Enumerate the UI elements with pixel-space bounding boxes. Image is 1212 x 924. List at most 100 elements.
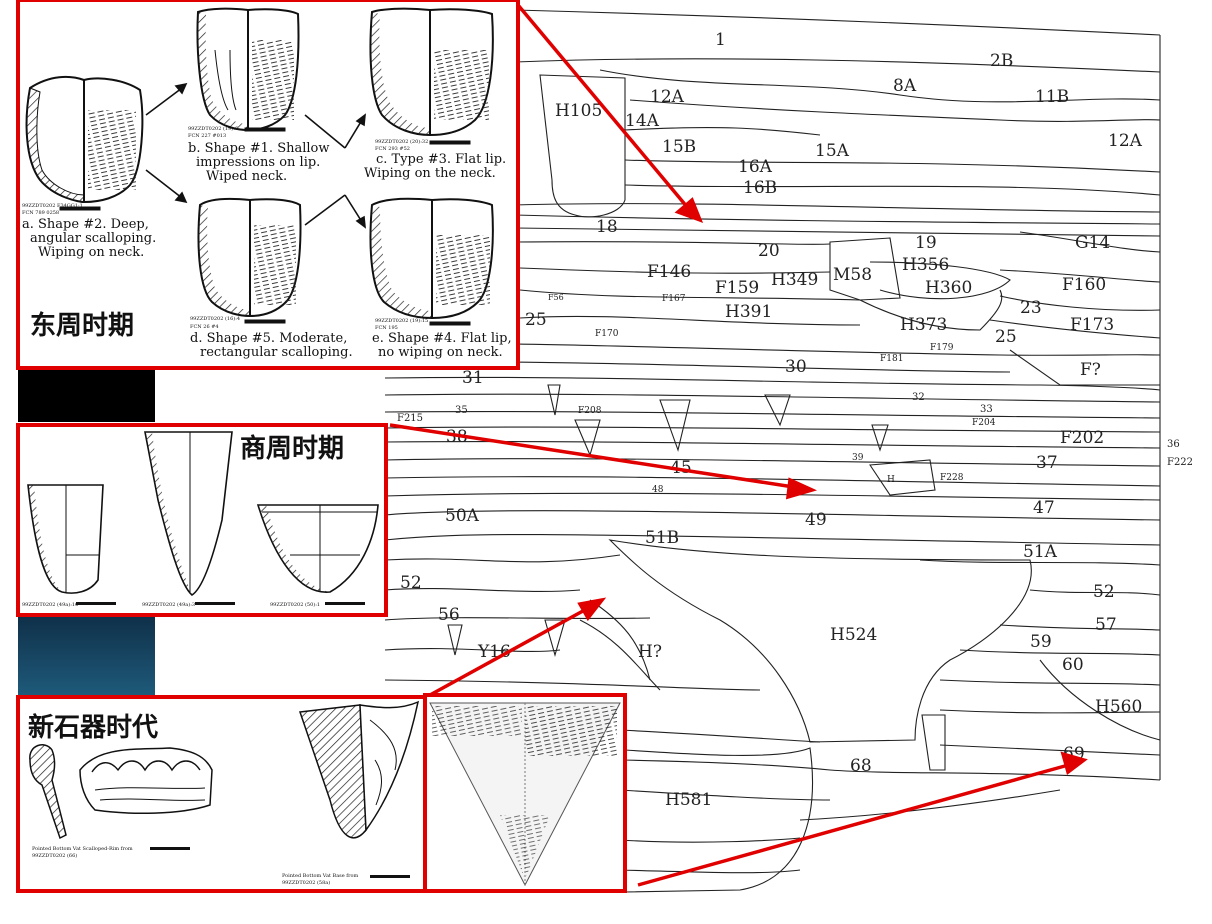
section-label: 18 xyxy=(596,217,618,237)
section-label: 35 xyxy=(455,405,468,416)
section-label: F146 xyxy=(647,262,691,282)
section-label: 8A xyxy=(893,76,917,96)
section-label: F222 xyxy=(1167,457,1193,468)
neolithic-vat-inset xyxy=(423,693,627,893)
caption-b-3: Wiped neck. xyxy=(206,169,287,184)
arrow-neolithic-a xyxy=(429,604,593,697)
section-label: F181 xyxy=(880,354,903,364)
section-label: 19 xyxy=(915,233,937,253)
section-label: H373 xyxy=(900,315,947,335)
arrow-head xyxy=(674,197,704,223)
arrow-neolithic-b xyxy=(637,762,1073,887)
section-label: 14A xyxy=(625,111,660,131)
neo-caption-2-title: Pointed Bottom Vat Base from xyxy=(282,873,359,879)
section-label: 12A xyxy=(650,87,685,107)
caption-e-1: e. Shape #4. Flat lip, xyxy=(372,331,512,346)
section-label: 60 xyxy=(1062,655,1084,675)
section-label: F159 xyxy=(715,278,759,298)
spec-b: 99ZZDT0202 (19):6 xyxy=(188,125,238,132)
caption-a-1: a. Shape #2. Deep, xyxy=(22,217,149,232)
section-label: 51B xyxy=(645,528,679,548)
arrow-eastern-zhou xyxy=(516,3,690,210)
section-label: H xyxy=(887,475,895,485)
caption-b-2: impressions on lip. xyxy=(196,155,320,170)
caption-d-1: d. Shape #5. Moderate, xyxy=(190,331,347,346)
section-label: 50A xyxy=(445,506,480,526)
section-label: 51A xyxy=(1023,542,1058,562)
dark-block xyxy=(18,370,155,422)
section-label: 52 xyxy=(400,573,422,593)
section-label: 56 xyxy=(438,605,460,625)
arrow-head xyxy=(785,477,818,500)
fcn-b: FCN 227 #013 xyxy=(188,133,226,139)
section-label: 25 xyxy=(995,327,1017,347)
section-label: 31 xyxy=(462,368,484,388)
neo-caption-1-spec: 99ZZDT0202 (66) xyxy=(32,852,77,859)
section-label: H356 xyxy=(902,255,949,275)
arrow-head xyxy=(577,597,607,622)
section-label: 52 xyxy=(1093,582,1115,602)
section-label: F173 xyxy=(1070,315,1114,335)
section-label: M58 xyxy=(833,265,872,285)
section-label: 30 xyxy=(785,357,807,377)
caption-a-2: angular scalloping. xyxy=(30,231,156,246)
section-label: F228 xyxy=(940,473,964,483)
period-label-neolithic: 新石器时代 xyxy=(28,712,158,743)
section-label: 68 xyxy=(850,756,872,776)
caption-e-2: no wiping on neck. xyxy=(378,345,503,360)
section-label: F170 xyxy=(595,329,619,339)
period-label-eastern-zhou: 东周时期 xyxy=(30,310,134,341)
caption-c-2: Wiping on the neck. xyxy=(364,166,496,181)
fcn-d: FCN 26 #4 xyxy=(190,324,219,330)
section-label: 11B xyxy=(1035,87,1069,107)
section-label: 16B xyxy=(743,178,777,198)
section-label: 20 xyxy=(758,241,780,261)
section-label: 23 xyxy=(1020,298,1042,318)
period-label-shang-zhou: 商周时期 xyxy=(240,433,344,464)
section-label: 57 xyxy=(1095,615,1117,635)
section-label: F208 xyxy=(578,406,602,416)
caption-a-3: Wiping on neck. xyxy=(38,245,144,260)
section-label: 16A xyxy=(738,157,773,177)
section-label: H105 xyxy=(555,101,602,121)
section-label: 59 xyxy=(1030,632,1052,652)
section-label: F204 xyxy=(972,418,996,428)
section-label: F160 xyxy=(1062,275,1106,295)
fcn-a: FCN 789 0258 xyxy=(22,210,59,216)
vessel-a xyxy=(25,75,144,204)
shang-zhou-panel: 99ZZDT0202 (49a):16 99ZZDT0202 (49a):3 9… xyxy=(16,423,388,617)
neo-caption-1-title: Pointed Bottom Vat Scalloped-Rim from xyxy=(32,846,133,852)
section-label: 36 xyxy=(1167,439,1180,450)
shang-spec-1: 99ZZDT0202 (49a):16 xyxy=(22,601,78,608)
blue-block xyxy=(18,615,155,695)
section-label: H524 xyxy=(830,625,877,645)
section-label: G14 xyxy=(1075,233,1110,253)
spec-a: 99ZZDT0202 F34GG1:1 xyxy=(22,203,83,209)
vessel-b xyxy=(196,7,300,132)
vessel-e xyxy=(369,197,494,320)
spec-d: 99ZZDT0202 (16):4 xyxy=(190,315,240,322)
stratigraphic-section xyxy=(384,9,1161,893)
eastern-zhou-panel: 99ZZDT0202 F34GG1:1 FCN 789 0258 99ZZDT0… xyxy=(16,0,520,370)
section-label: 33 xyxy=(980,404,993,415)
fcn-e: FCN 195 xyxy=(375,325,398,331)
section-label: 37 xyxy=(1036,453,1058,473)
section-label: H560 xyxy=(1095,697,1142,717)
section-label: 47 xyxy=(1033,498,1055,518)
section-label: 25 xyxy=(525,310,547,330)
connector-arrows xyxy=(389,3,1088,887)
section-label: 15A xyxy=(815,141,850,161)
section-label: H391 xyxy=(725,302,772,322)
section-label: 15B xyxy=(662,137,696,157)
vessel-c xyxy=(369,7,494,137)
section-label: 39 xyxy=(852,453,864,463)
caption-d-2: rectangular scalloping. xyxy=(200,345,353,360)
section-label: H? xyxy=(638,642,662,662)
section-label: F215 xyxy=(397,413,423,424)
fcn-c: FCN 293 #52 xyxy=(375,146,410,152)
shang-spec-3: 99ZZDT0202 (50):1 xyxy=(270,601,320,608)
section-label: H360 xyxy=(925,278,972,298)
section-label: H581 xyxy=(665,790,712,810)
section-label: F179 xyxy=(930,343,954,353)
